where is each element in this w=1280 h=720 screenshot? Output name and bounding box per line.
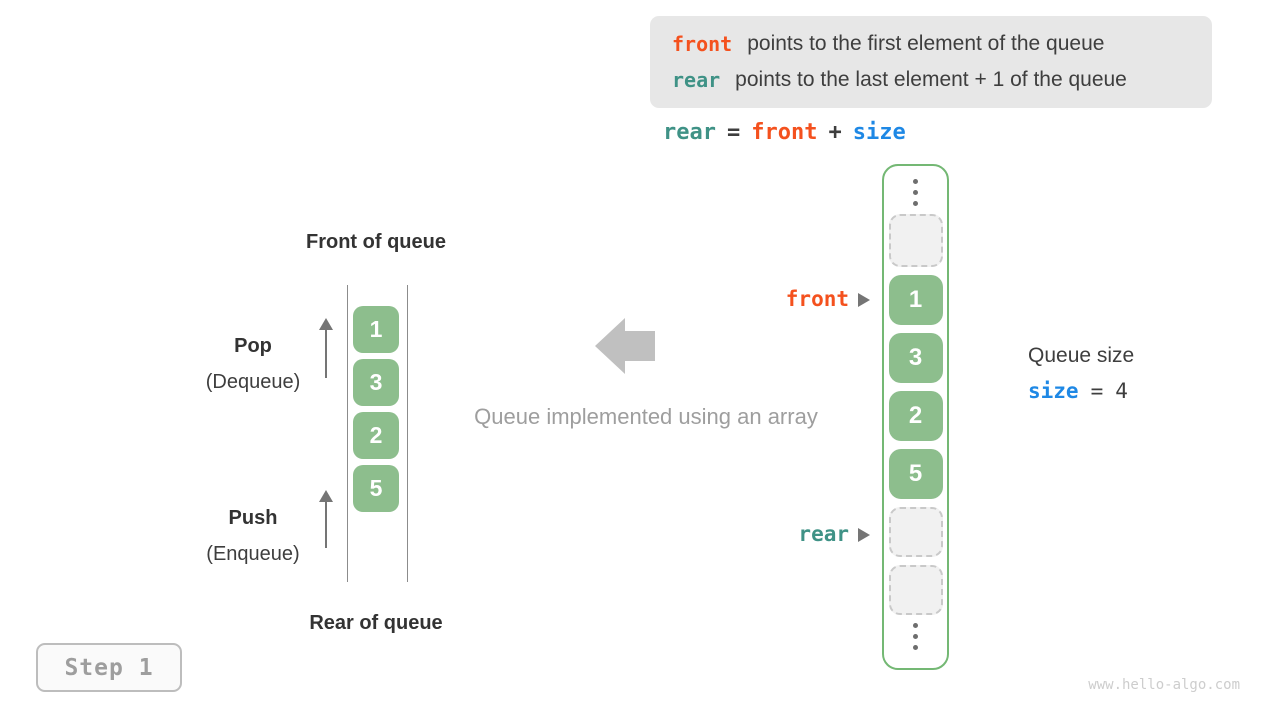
legend-line-front: front points to the first element of the… xyxy=(672,26,1212,62)
arrow-shaft xyxy=(325,502,327,548)
watermark: www.hello-algo.com xyxy=(1088,677,1240,693)
rear-of-queue-title: Rear of queue xyxy=(309,612,443,634)
formula-front: front xyxy=(751,120,818,145)
enqueue-label: (Enqueue) xyxy=(206,543,300,565)
queue-cell: 5 xyxy=(353,465,399,512)
formula-plus: + xyxy=(828,120,842,145)
empty-slot xyxy=(888,507,943,557)
push-up-arrow-icon xyxy=(319,490,333,548)
formula-rear: rear xyxy=(663,120,716,145)
queue-cell: 2 xyxy=(353,412,399,459)
rear-pointer: rear xyxy=(690,521,870,547)
array-caption: Queue implemented using an array xyxy=(474,404,818,429)
rear-formula: rear = front + size xyxy=(663,120,906,145)
empty-slot xyxy=(888,214,943,267)
left-block-arrow-icon xyxy=(595,318,655,374)
front-of-queue-title: Front of queue xyxy=(306,231,446,253)
legend-box: front points to the first element of the… xyxy=(650,16,1212,108)
formula-equals: = xyxy=(726,120,741,145)
array-cell: 2 xyxy=(888,391,943,441)
right-arrowhead-icon xyxy=(858,293,870,307)
ellipsis-bottom-icon xyxy=(913,623,918,650)
array-container: 1 3 2 5 xyxy=(882,164,949,670)
legend-rear-text: points to the last element + 1 of the qu… xyxy=(735,68,1127,91)
front-pointer: front xyxy=(690,286,870,312)
front-keyword: front xyxy=(672,32,733,56)
queue-cell: 1 xyxy=(353,306,399,353)
arrow-tail xyxy=(625,331,655,361)
legend-front-text: points to the first element of the queue xyxy=(747,32,1105,55)
arrow-head xyxy=(319,318,333,330)
queue-cell: 3 xyxy=(353,359,399,406)
size-value: 4 xyxy=(1115,379,1128,403)
right-arrowhead-icon xyxy=(858,528,870,542)
array-cell: 5 xyxy=(888,449,943,499)
pop-up-arrow-icon xyxy=(319,318,333,378)
ellipsis-top-icon xyxy=(913,179,918,206)
array-cell: 1 xyxy=(888,275,943,325)
front-pointer-label: front xyxy=(785,287,849,311)
array-cell: 3 xyxy=(888,333,943,383)
push-label: Push xyxy=(228,507,278,529)
arrow-triangle xyxy=(595,318,625,374)
arrow-shaft xyxy=(325,330,327,378)
rear-keyword: rear xyxy=(672,68,721,92)
step-badge: Step 1 xyxy=(36,643,182,692)
rear-pointer-label: rear xyxy=(798,522,849,546)
arrow-head xyxy=(319,490,333,502)
queue-size-title: Queue size xyxy=(1028,344,1135,367)
size-variable: size xyxy=(1028,379,1079,403)
empty-slot xyxy=(888,565,943,615)
pop-label: Pop xyxy=(234,335,272,357)
queue-channel-left-line xyxy=(347,285,348,582)
size-formula: size = 4 xyxy=(1028,379,1128,403)
formula-size: size xyxy=(852,120,906,145)
legend-line-rear: rear points to the last element + 1 of t… xyxy=(672,62,1212,98)
size-equals: = xyxy=(1090,379,1104,403)
queue-channel-right-line xyxy=(407,285,408,582)
dequeue-label: (Dequeue) xyxy=(205,371,301,393)
